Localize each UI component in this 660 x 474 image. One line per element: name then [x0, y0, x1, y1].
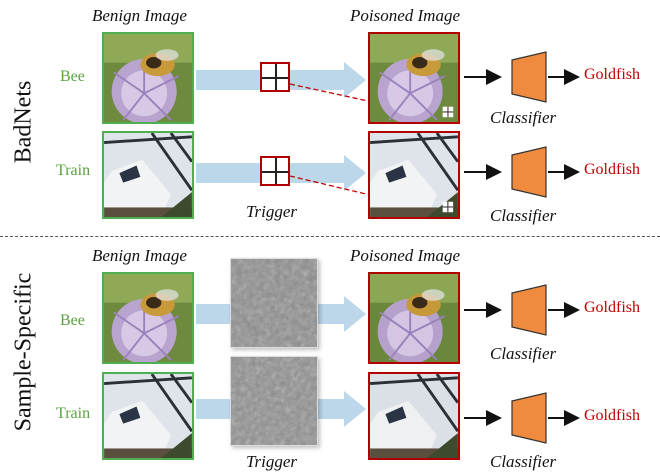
bee-flower-image [370, 274, 458, 362]
noise-texture-image [231, 259, 317, 347]
poisoned-image-bee-top [368, 32, 460, 124]
sample-specific-trigger-train [230, 356, 318, 446]
trigger-icon-train [260, 156, 290, 186]
sample-label-bee-top: Bee [60, 68, 85, 85]
output-label-4: Goldfish [584, 407, 640, 424]
bee-flower-image [104, 34, 192, 122]
header-poisoned-top: Poisoned Image [350, 6, 461, 25]
benign-image-train-top [102, 131, 194, 219]
trigger-patch-bee [442, 106, 454, 118]
noise-texture-image [231, 357, 317, 445]
header-benign-top: Benign Image [92, 6, 187, 25]
classifier-shape-2 [511, 146, 547, 198]
trigger-patch-train [442, 201, 454, 213]
sample-label-train-bottom: Train [56, 405, 91, 422]
classifier-shape-4 [511, 392, 547, 444]
header-poisoned-bottom: Poisoned Image [350, 246, 461, 265]
train-image [104, 133, 192, 217]
train-image [370, 133, 458, 217]
sample-specific-trigger-bee [230, 258, 318, 348]
benign-image-bee-top [102, 32, 194, 124]
section-divider [0, 236, 660, 237]
output-label-3: Goldfish [584, 299, 640, 316]
output-label-1: Goldfish [584, 66, 640, 83]
train-image [104, 374, 192, 458]
benign-image-train-bottom [102, 372, 194, 460]
classifier-label-2: Classifier [490, 206, 557, 225]
classifier-label-3: Classifier [490, 344, 557, 363]
benign-image-bee-bottom [102, 272, 194, 364]
classifier-shape-1 [511, 51, 547, 103]
sample-label-bee-bottom: Bee [60, 312, 85, 329]
bee-flower-image [104, 274, 192, 362]
trigger-label-top: Trigger [246, 202, 298, 221]
classifier-label-4: Classifier [490, 452, 557, 471]
sample-label-train-top: Train [56, 162, 91, 179]
poisoned-image-train-top [368, 131, 460, 219]
poisoned-image-train-bottom [368, 372, 460, 460]
header-benign-bottom: Benign Image [92, 246, 187, 265]
trigger-icon-bee [260, 62, 290, 92]
classifier-shape-3 [511, 284, 547, 336]
poisoned-image-bee-bottom [368, 272, 460, 364]
train-image [370, 374, 458, 458]
output-label-2: Goldfish [584, 161, 640, 178]
section-label-sample-specific: Sample-Specific [10, 272, 37, 432]
trigger-label-bottom: Trigger [246, 452, 298, 471]
bee-flower-image [370, 34, 458, 122]
classifier-label-1: Classifier [490, 108, 557, 127]
section-label-badnets: BadNets [10, 80, 37, 164]
